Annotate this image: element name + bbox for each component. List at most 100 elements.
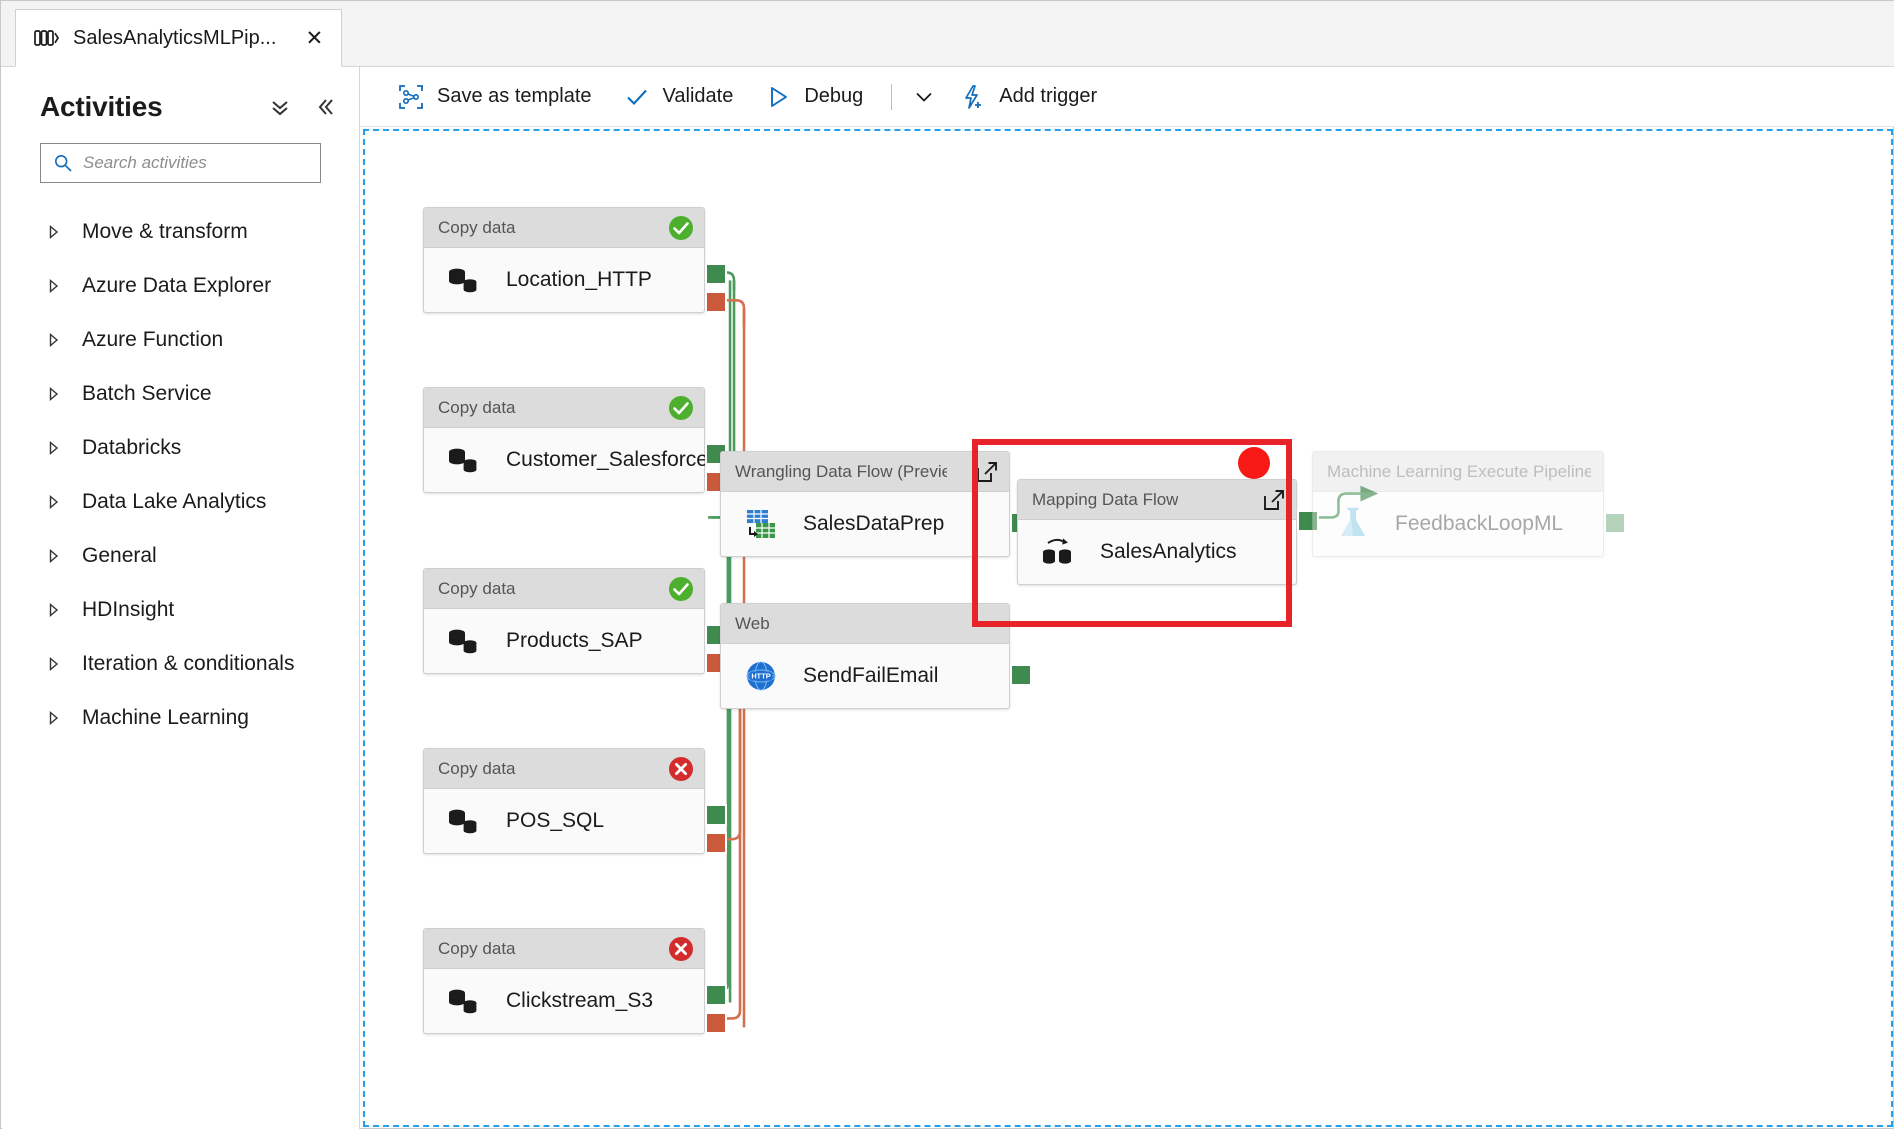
- activity-node-products-sap[interactable]: Copy data Products_SAP: [423, 568, 727, 674]
- output-port-success[interactable]: [1010, 664, 1032, 686]
- activity-node-customer-salesforce[interactable]: Copy data Customer_Salesforce: [423, 387, 727, 493]
- node-header: Copy data: [424, 208, 704, 248]
- page-title: Activities: [40, 91, 163, 122]
- output-port-failure[interactable]: [705, 832, 727, 854]
- node-body: HTTP SendFailEmail: [721, 644, 1009, 708]
- collapse-all-icon[interactable]: [267, 94, 293, 120]
- debug-button[interactable]: Debug: [749, 75, 879, 119]
- node-name-label: Clickstream_S3: [506, 989, 654, 1012]
- ml-flask-icon: [1335, 507, 1371, 541]
- activity-node-location-http[interactable]: Copy data Location_HTTP: [423, 207, 727, 313]
- node-type-label: Wrangling Data Flow (Preview: [735, 461, 947, 481]
- save-as-template-label: Save as template: [437, 85, 592, 107]
- status-badge-error: [668, 936, 694, 962]
- pipeline-toolbar: Save as template Validate Debug: [360, 67, 1894, 127]
- copy-data-icon: [446, 804, 482, 838]
- chevron-right-icon: [46, 548, 62, 564]
- sidebar-item-hdinsight[interactable]: HDInsight: [2, 583, 359, 637]
- node-type-label: Machine Learning Execute Pipeline: [1327, 461, 1591, 481]
- node-header: Web: [721, 604, 1009, 644]
- node-body: Products_SAP: [424, 609, 704, 673]
- node-name-label: SalesDataPrep: [803, 512, 945, 535]
- sidebar-item-machine-learning[interactable]: Machine Learning: [2, 691, 359, 745]
- output-port-success[interactable]: [705, 263, 727, 285]
- node-name-label: Location_HTTP: [506, 268, 652, 291]
- node-name-label: Customer_Salesforce: [506, 448, 708, 471]
- pipeline-icon: [34, 28, 60, 48]
- node-header: Machine Learning Execute Pipeline: [1313, 452, 1603, 492]
- validate-button[interactable]: Validate: [608, 75, 750, 119]
- validate-label: Validate: [662, 85, 734, 107]
- open-external-icon[interactable]: [975, 460, 999, 484]
- activities-panel: Activities: [2, 67, 360, 1129]
- tab-sales-analytics-ml-pipeline[interactable]: SalesAnalyticsMLPip... ✕: [15, 9, 343, 67]
- sidebar-item-label: Iteration & conditionals: [82, 652, 295, 675]
- output-port-success[interactable]: [705, 984, 727, 1006]
- wrangling-data-flow-icon: [743, 507, 779, 541]
- status-badge-error: [668, 756, 694, 782]
- chevron-right-icon: [46, 224, 62, 240]
- debug-label: Debug: [804, 85, 864, 107]
- sidebar-item-iteration-conditionals[interactable]: Iteration & conditionals: [2, 637, 359, 691]
- sidebar-item-label: Data Lake Analytics: [82, 490, 267, 513]
- annotation-dot: [1238, 447, 1270, 479]
- open-external-icon[interactable]: [1262, 488, 1286, 512]
- output-port-success[interactable]: [705, 804, 727, 826]
- sidebar-item-label: HDInsight: [82, 598, 175, 621]
- sidebar-item-databricks[interactable]: Databricks: [2, 421, 359, 475]
- node-name-label: Products_SAP: [506, 629, 643, 652]
- activity-node-clickstream-s3[interactable]: Copy data Clickstream_S3: [423, 928, 727, 1034]
- mapping-data-flow-icon: [1040, 535, 1076, 569]
- add-trigger-icon: [960, 84, 986, 110]
- node-name-label: POS_SQL: [506, 809, 605, 832]
- sidebar-item-data-lake-analytics[interactable]: Data Lake Analytics: [2, 475, 359, 529]
- node-body: SalesDataPrep: [721, 492, 1009, 556]
- sidebar-item-label: Azure Function: [82, 328, 224, 351]
- chevron-right-icon: [46, 440, 62, 456]
- node-name-label: SalesAnalytics: [1100, 540, 1237, 563]
- activity-node-pos-sql[interactable]: Copy data POS_SQL: [423, 748, 727, 854]
- search-container: [2, 133, 359, 183]
- add-trigger-button[interactable]: Add trigger: [944, 75, 1113, 119]
- chevron-right-icon: [46, 332, 62, 348]
- node-header: Copy data: [424, 388, 704, 428]
- output-port-success[interactable]: [1604, 512, 1626, 534]
- sidebar-item-label: Azure Data Explorer: [82, 274, 272, 297]
- node-type-label: Copy data: [438, 938, 516, 958]
- svg-text:HTTP: HTTP: [751, 672, 770, 681]
- activity-node-feedbackloopml[interactable]: Machine Learning Execute Pipeline Feedba…: [1312, 451, 1626, 557]
- activity-node-salesdataprep[interactable]: Wrangling Data Flow (Preview: [720, 451, 1032, 557]
- tab-title: SalesAnalyticsMLPip...: [73, 26, 277, 49]
- search-box[interactable]: [40, 143, 321, 183]
- copy-data-icon: [446, 443, 482, 477]
- activities-header-actions: [267, 94, 337, 120]
- add-trigger-label: Add trigger: [999, 85, 1098, 107]
- debug-dropdown-button[interactable]: [904, 75, 944, 119]
- sidebar-item-batch-service[interactable]: Batch Service: [2, 367, 359, 421]
- search-icon: [53, 153, 73, 173]
- node-header: Copy data: [424, 749, 704, 789]
- activity-node-salesanalytics[interactable]: Mapping Data Flow: [1017, 479, 1319, 585]
- checkmark-icon: [624, 84, 650, 110]
- sidebar-item-label: Machine Learning: [82, 706, 249, 729]
- activity-node-sendfailemail[interactable]: Web HTTP SendFailEmail: [720, 603, 1032, 709]
- output-port-failure[interactable]: [705, 291, 727, 313]
- pipeline-canvas[interactable]: Copy data Location_HTTP: [363, 129, 1893, 1127]
- node-body: FeedbackLoopML: [1313, 492, 1603, 556]
- node-header: Copy data: [424, 569, 704, 609]
- output-port-success[interactable]: [1297, 510, 1319, 532]
- sidebar-item-azure-function[interactable]: Azure Function: [2, 313, 359, 367]
- node-body: Clickstream_S3: [424, 969, 704, 1033]
- node-type-label: Copy data: [438, 397, 516, 417]
- close-icon[interactable]: ✕: [305, 26, 324, 50]
- sidebar-item-general[interactable]: General: [2, 529, 359, 583]
- sidebar-item-azure-data-explorer[interactable]: Azure Data Explorer: [2, 259, 359, 313]
- node-header: Mapping Data Flow: [1018, 480, 1296, 520]
- search-input[interactable]: [83, 153, 313, 173]
- status-badge-success: [668, 576, 694, 602]
- collapse-panel-icon[interactable]: [311, 94, 337, 120]
- output-port-failure[interactable]: [705, 1012, 727, 1034]
- sidebar-item-move-transform[interactable]: Move & transform: [2, 205, 359, 259]
- activities-header: Activities: [2, 67, 359, 133]
- save-as-template-button[interactable]: Save as template: [382, 75, 608, 119]
